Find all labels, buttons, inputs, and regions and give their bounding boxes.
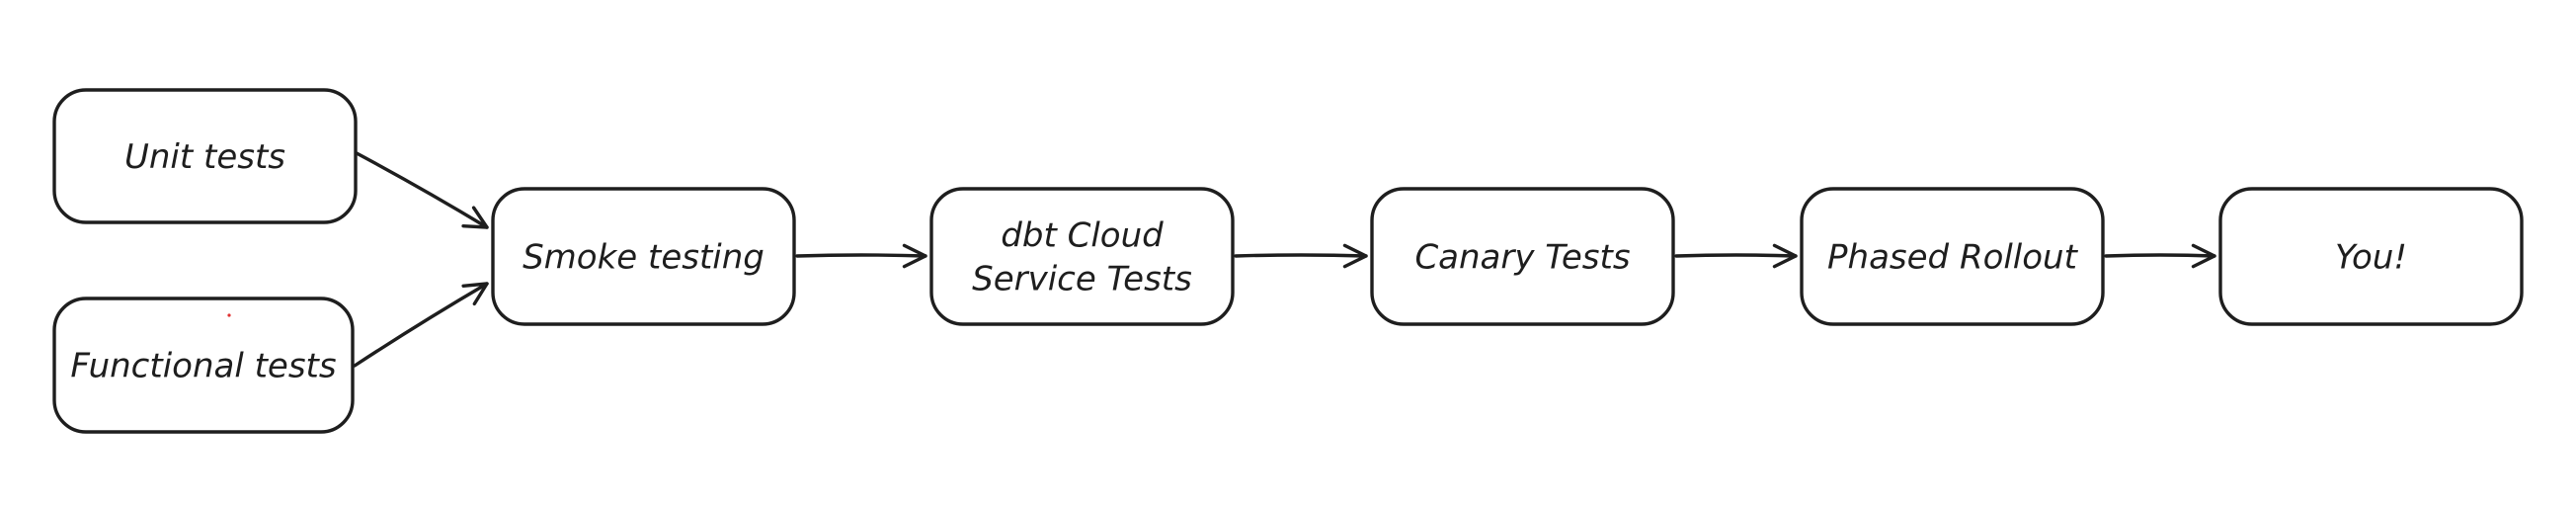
node-box [52, 297, 355, 434]
node-box [1370, 187, 1675, 326]
node-label-line: Service Tests [972, 260, 1192, 299]
arrowhead-icon [461, 282, 489, 306]
arrow-line [353, 282, 489, 368]
node-label-line: Functional tests [70, 347, 336, 386]
edge-functional-tests-to-smoke-testing [353, 282, 489, 368]
edge-smoke-testing-to-dbt-cloud-service-tests [795, 243, 927, 269]
edge-phased-rollout-to-you [2104, 243, 2216, 269]
edge-unit-tests-to-smoke-testing [355, 151, 489, 229]
arrowhead-icon [461, 206, 489, 229]
node-label: Canary Tests [1414, 238, 1630, 278]
node-label: Functional tests [70, 347, 336, 386]
red-speck-artifact [227, 313, 231, 317]
node-box [52, 88, 358, 224]
arrow-line [2104, 253, 2216, 258]
node-label: Phased Rollout [1827, 238, 2079, 278]
node-canary-tests: Canary Tests [1370, 187, 1675, 326]
node-functional-tests: Functional tests [52, 297, 355, 434]
node-label-line: You! [2335, 238, 2407, 278]
node-box [491, 187, 796, 326]
node-box [1800, 187, 2105, 326]
arrowhead-icon [1342, 243, 1368, 269]
arrowhead-icon [2191, 243, 2216, 269]
node-label-line: Smoke testing [523, 238, 765, 278]
node-smoke-testing: Smoke testing [491, 187, 796, 326]
edge-dbt-cloud-service-tests-to-canary-tests [1234, 243, 1368, 269]
node-label-line: dbt Cloud [1001, 216, 1164, 256]
node-phased-rollout: Phased Rollout [1800, 187, 2105, 326]
node-label-line: Unit tests [124, 137, 285, 177]
node-label: You! [2335, 238, 2407, 278]
node-you: You! [2218, 187, 2524, 326]
arrowhead-icon [1772, 243, 1798, 269]
node-unit-tests: Unit tests [52, 88, 358, 224]
arrowhead-icon [902, 243, 927, 269]
node-label-line: Phased Rollout [1827, 238, 2079, 278]
arrow-line [1234, 253, 1368, 258]
node-label-line: Canary Tests [1414, 238, 1630, 278]
arrow-line [795, 253, 927, 258]
arrow-line [1674, 253, 1798, 258]
node-box [2218, 187, 2524, 326]
edge-canary-tests-to-phased-rollout [1674, 243, 1798, 269]
node-label: Smoke testing [523, 238, 765, 278]
arrow-line [355, 151, 489, 229]
node-box [929, 187, 1235, 326]
node-label: Unit tests [124, 137, 285, 177]
